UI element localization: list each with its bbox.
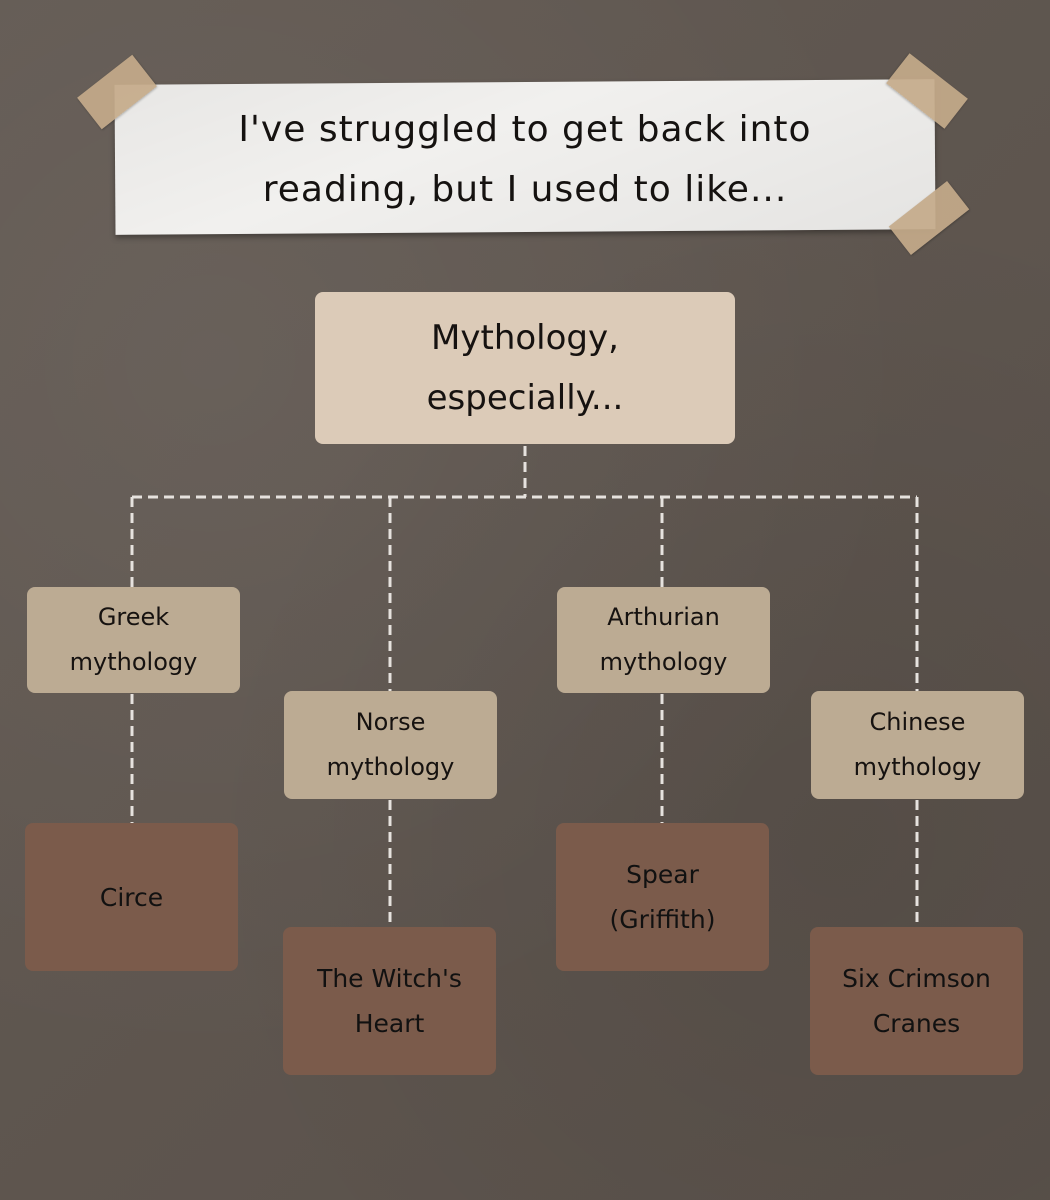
category-node-greek: Greek mythology	[27, 587, 240, 693]
root-line-1: Mythology,	[431, 318, 619, 358]
book-line-1: Spear	[626, 860, 699, 889]
category-line-1: Greek	[97, 603, 170, 631]
book-node-the-witchs-heart: The Witch's Heart	[283, 927, 496, 1075]
book-node-spear-griffith: Spear (Griffith)	[556, 823, 769, 971]
category-line-2: mythology	[326, 753, 455, 781]
category-line-1: Norse	[355, 708, 426, 736]
category-line-1: Arthurian	[607, 603, 720, 631]
category-node-norse: Norse mythology	[284, 691, 497, 799]
root-node-mythology: Mythology, especially...	[315, 292, 735, 444]
book-line-2: (Griffith)	[609, 905, 716, 934]
category-line-2: mythology	[69, 648, 198, 676]
book-line-2: Heart	[354, 1009, 425, 1038]
banner-text: I've struggled to get back into reading,…	[130, 100, 920, 220]
book-line-1: Circe	[99, 882, 164, 912]
banner-line-1: I've struggled to get back into	[238, 109, 812, 150]
category-line-2: mythology	[599, 648, 728, 676]
book-line-1: The Witch's	[317, 964, 462, 993]
root-line-2: especially...	[426, 378, 624, 418]
category-node-arthurian: Arthurian mythology	[557, 587, 770, 693]
category-line-1: Chinese	[869, 708, 966, 736]
book-node-six-crimson-cranes: Six Crimson Cranes	[810, 927, 1023, 1075]
category-line-2: mythology	[853, 753, 982, 781]
category-node-chinese: Chinese mythology	[811, 691, 1024, 799]
book-line-1: Six Crimson	[842, 964, 991, 993]
book-node-circe: Circe	[25, 823, 238, 971]
book-line-2: Cranes	[872, 1009, 961, 1038]
banner-line-2: reading, but I used to like...	[262, 169, 788, 210]
